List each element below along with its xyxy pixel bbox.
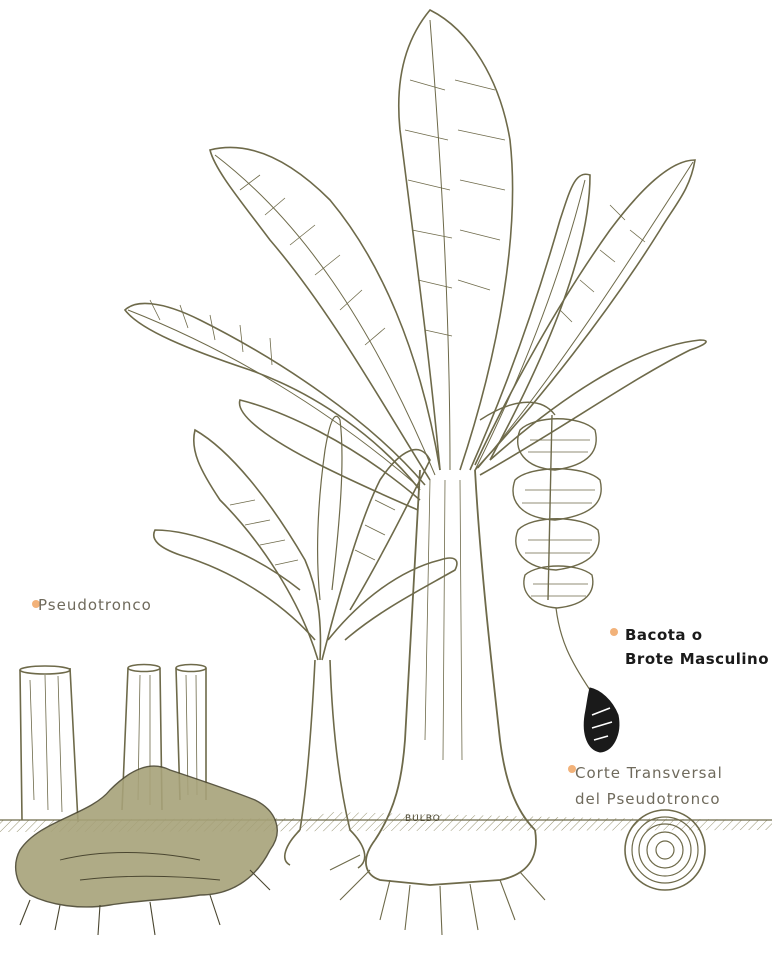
rhizome-left <box>16 766 278 935</box>
label-corte-line2: del Pseudotronco <box>575 792 721 807</box>
label-bacota-line2: Brote Masculino <box>625 652 769 667</box>
label-bulbo: BULBO <box>405 815 441 824</box>
marker-dot-bacota <box>610 628 618 636</box>
label-bacota-line1: Bacota o <box>625 628 703 643</box>
main-leaves <box>125 10 706 510</box>
label-pseudotronco: Pseudotronco <box>38 598 152 613</box>
male-bud-icon <box>584 688 619 752</box>
label-corte-line1: Corte Transversal <box>575 766 723 781</box>
